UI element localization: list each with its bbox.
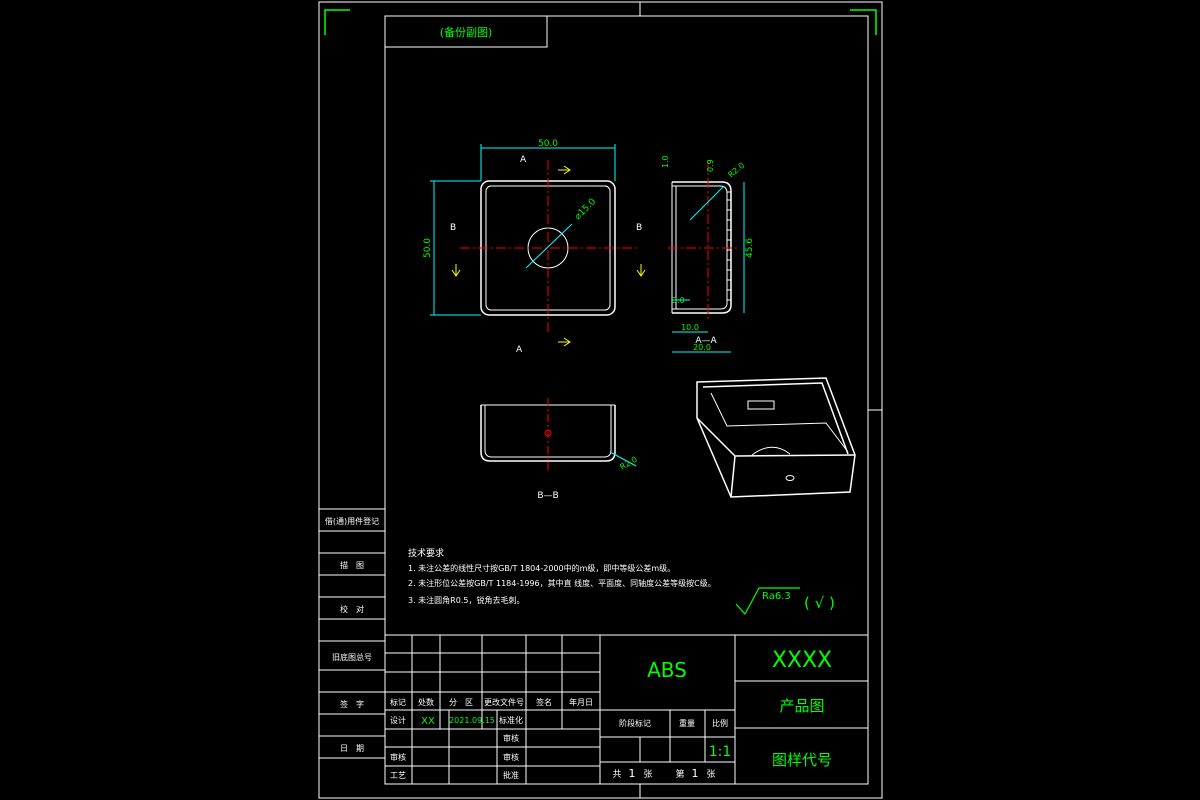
tb-audit: 审核 bbox=[390, 752, 406, 762]
dim-sec-h: 45.6 bbox=[745, 238, 755, 258]
dim-bottom-r: R2.0 bbox=[619, 455, 639, 472]
tb-material: ABS bbox=[647, 658, 687, 682]
strip-label: 借(通)用件登记 bbox=[325, 516, 379, 526]
tb-sheet-no: 1 bbox=[692, 767, 699, 780]
tb-approve: 批准 bbox=[503, 770, 519, 780]
title-block-grid bbox=[385, 634, 868, 784]
dim-t1: 1.0 bbox=[661, 155, 670, 168]
dim-r: R2.0 bbox=[727, 161, 747, 180]
leader bbox=[689, 185, 725, 221]
strip-label: 旧底图总号 bbox=[332, 652, 372, 662]
tb-review: 审核 bbox=[503, 733, 519, 743]
dim-width: 50.0 bbox=[538, 139, 558, 149]
tb-scale: 1:1 bbox=[709, 744, 732, 760]
tb-drawing-code: 图样代号 bbox=[772, 751, 832, 769]
tb-sheets-unit: 张 bbox=[643, 769, 652, 780]
tb-weight: 重量 bbox=[679, 718, 695, 728]
tech-title: 技术要求 bbox=[408, 547, 444, 559]
dim-height: 50.0 bbox=[423, 238, 433, 258]
section-aa-view: 1.0 0.9 R2.0 45.6 3.0 10.0 A—A 20.0 bbox=[661, 155, 755, 353]
tech-item-2: 2. 未注形位公差按GB/T 1184-1996，其中直 线度、平面度、同轴度公… bbox=[408, 578, 716, 588]
tb-scale-label: 比例 bbox=[712, 718, 728, 728]
section-a-top: A bbox=[520, 155, 527, 165]
strip-label: 校 对 bbox=[340, 604, 364, 614]
roughness-value: Ra6.3 bbox=[762, 591, 791, 602]
tb-design-label: 设计 bbox=[390, 715, 406, 725]
tb-drawing-type: 产品图 bbox=[779, 697, 824, 715]
tb-part-name: XXXX bbox=[772, 648, 832, 673]
tb-sheets-total: 1 bbox=[629, 767, 636, 780]
hole-dim: ⌀15.0 bbox=[573, 197, 598, 222]
section-a-bottom: A bbox=[516, 345, 523, 355]
tb-sheet-no-label: 第 bbox=[675, 768, 684, 780]
tb-header: 标记 bbox=[390, 697, 406, 707]
roughness-symbol: Ra6.3 ( √ ) bbox=[735, 587, 835, 616]
corner-mark bbox=[324, 9, 350, 35]
section-b-left: B bbox=[450, 223, 456, 233]
section-aa-label: A—A bbox=[695, 336, 717, 346]
section-bb-label: B—B bbox=[537, 491, 558, 501]
tech-item-3: 3. 未注圆角R0.5，锐角去毛刺。 bbox=[408, 595, 524, 605]
arrow-b-right bbox=[636, 264, 646, 277]
left-strip bbox=[319, 508, 385, 759]
iso-inner-floor bbox=[710, 392, 849, 453]
tb-standardization: 标准化 bbox=[499, 715, 523, 725]
tb-stage-mark: 阶段标记 bbox=[619, 718, 651, 728]
arrow-b-left bbox=[451, 264, 461, 277]
iso-outer bbox=[696, 377, 856, 498]
dim-w1: 3.0 bbox=[672, 296, 685, 305]
iso-hole bbox=[785, 475, 795, 481]
tb-process: 工艺 bbox=[390, 771, 406, 780]
roughness-check-icon bbox=[735, 587, 800, 616]
dim-w3: 20.0 bbox=[693, 343, 711, 352]
outer-border bbox=[318, 1, 883, 799]
hole-leader bbox=[525, 223, 573, 269]
tb-header: 签名 bbox=[536, 697, 552, 707]
tech-requirements: 技术要求 1. 未注公差的线性尺寸按GB/T 1804-2000中的m级，即中等… bbox=[408, 547, 716, 605]
section-bb-view: R2.0 B—B bbox=[480, 398, 639, 501]
strip-label: 日 期 bbox=[340, 744, 364, 753]
section-bb-outline bbox=[480, 405, 616, 462]
hole-mark bbox=[544, 429, 552, 437]
tb-sheet-no-unit: 张 bbox=[706, 769, 715, 780]
top-label: (备份副图) bbox=[440, 25, 493, 39]
tb-header: 处数 bbox=[418, 697, 434, 707]
dim-t2: 0.9 bbox=[706, 159, 715, 172]
dim-w2: 10.0 bbox=[681, 323, 699, 332]
corner-mark bbox=[850, 9, 877, 35]
tb-sheets-total-label: 共 bbox=[612, 769, 621, 780]
tb-review-2: 审核 bbox=[503, 752, 519, 762]
top-label-box bbox=[384, 15, 548, 48]
arrow-a-bottom bbox=[558, 337, 571, 347]
tb-design-date: 2021.09.15 bbox=[449, 716, 495, 725]
iso-notch bbox=[751, 446, 791, 456]
strip-label: 描 图 bbox=[340, 560, 364, 570]
tb-design-name: XX bbox=[421, 716, 435, 727]
strip-label: 签 字 bbox=[340, 699, 364, 709]
tech-item-1: 1. 未注公差的线性尺寸按GB/T 1804-2000中的m级，即中等级公差m级… bbox=[408, 563, 675, 573]
iso-slot bbox=[747, 400, 775, 410]
iso-edge bbox=[730, 455, 736, 498]
top-view: ⌀15.0 50.0 50.0 A A B B bbox=[423, 139, 646, 355]
arrow-a-top bbox=[558, 165, 571, 175]
leader bbox=[609, 451, 637, 467]
inner-border bbox=[384, 15, 869, 785]
roughness-bracket: ( √ ) bbox=[804, 594, 835, 612]
tb-header: 分 区 bbox=[449, 698, 473, 707]
iso-rim bbox=[696, 417, 856, 457]
section-b-right: B bbox=[636, 223, 642, 233]
tb-header: 年月日 bbox=[569, 697, 593, 707]
tb-header: 更改文件号 bbox=[484, 697, 524, 707]
isometric-view bbox=[696, 377, 856, 498]
iso-inner-top bbox=[702, 382, 849, 455]
